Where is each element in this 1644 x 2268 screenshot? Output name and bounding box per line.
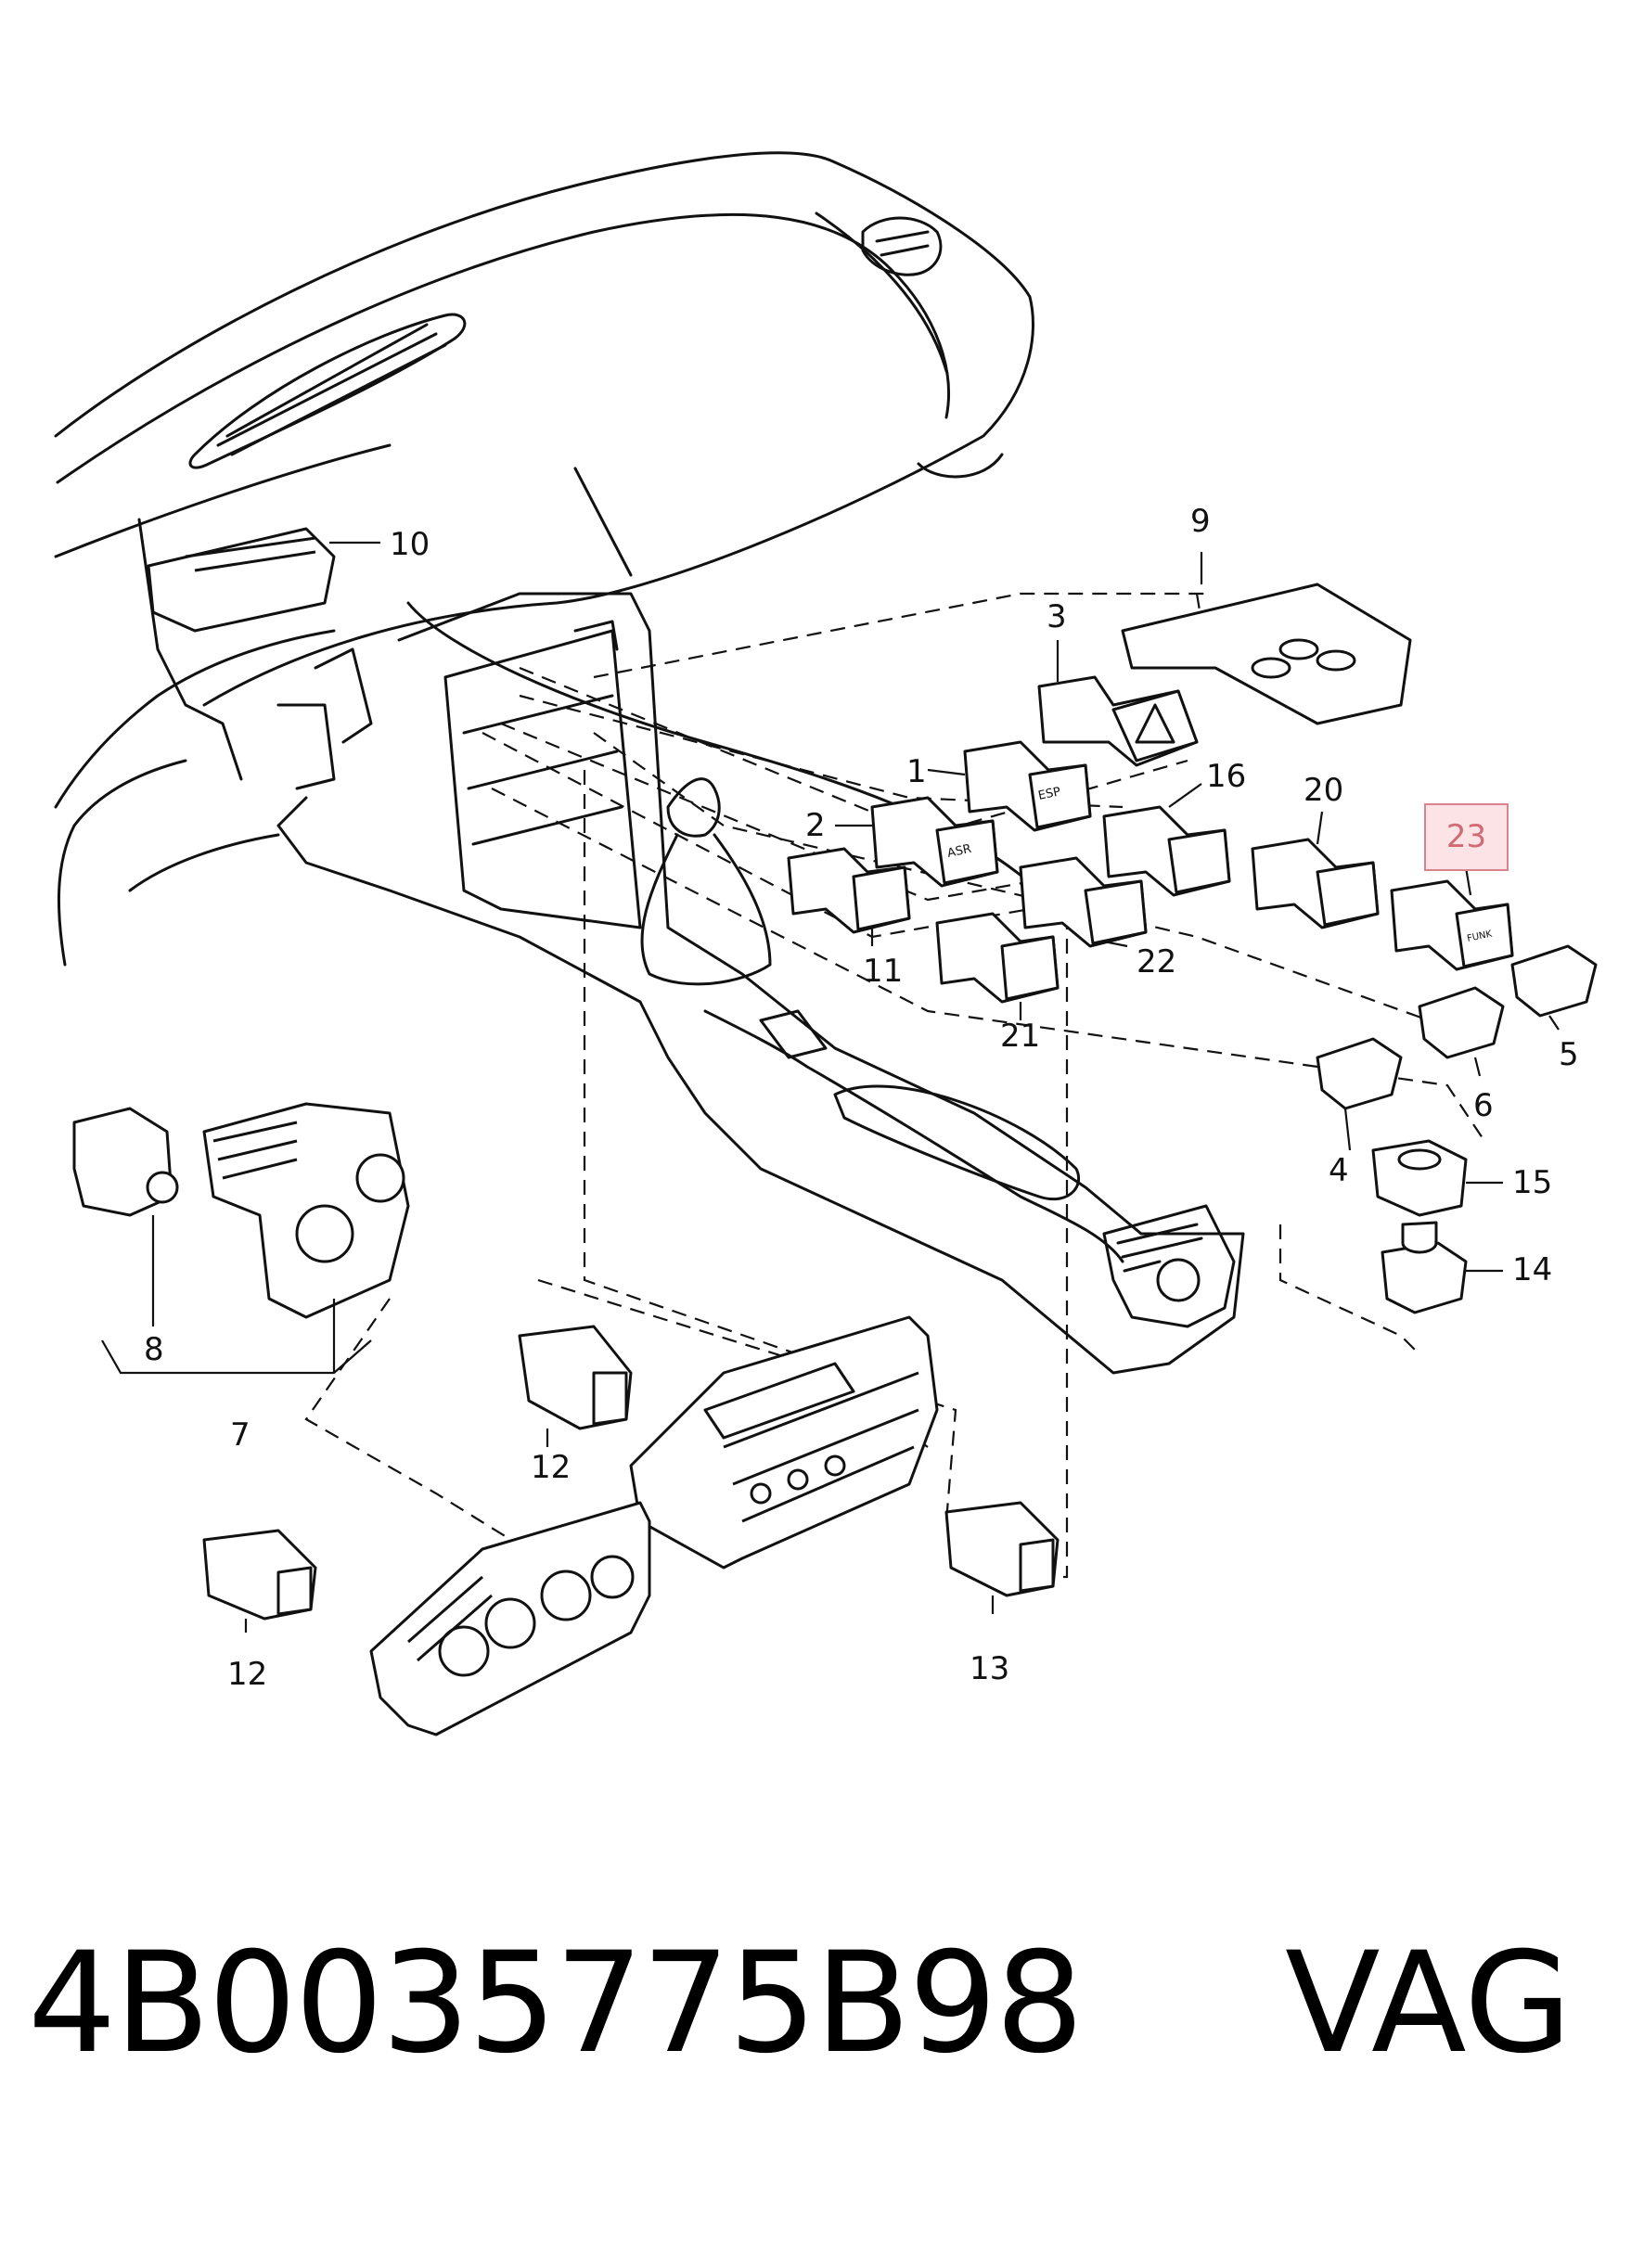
climate-control-unit xyxy=(629,1315,939,1570)
callout-23-highlighted: 23 xyxy=(1424,803,1509,871)
part-8-switch xyxy=(72,1107,179,1217)
switch-2-asr xyxy=(870,796,999,888)
blank-cap-6 xyxy=(1418,986,1505,1059)
part-12-module-b xyxy=(202,1529,317,1621)
part-14-knob xyxy=(1381,1221,1468,1314)
esp-label: ESP xyxy=(1037,785,1062,803)
callout-5: 5 xyxy=(1559,1036,1579,1073)
callout-6: 6 xyxy=(1473,1087,1494,1124)
part-15-bezel xyxy=(1371,1139,1468,1217)
switch-22 xyxy=(1019,856,1148,948)
callout-4: 4 xyxy=(1329,1152,1349,1189)
switch-20 xyxy=(1251,838,1380,929)
gear-shift-knob xyxy=(640,777,772,986)
asr-label: ASR xyxy=(946,842,973,861)
switch-face-labels: ESP ASR FUNK xyxy=(946,785,1494,944)
switch-21 xyxy=(935,912,1060,1004)
dashboard-outline xyxy=(54,151,1041,967)
switch-group xyxy=(72,527,1598,1736)
part-9-ashtray xyxy=(1121,583,1412,725)
callout-13: 13 xyxy=(970,1650,1010,1687)
switch-16 xyxy=(1102,805,1231,897)
callout-10: 10 xyxy=(390,526,430,563)
callout-15: 15 xyxy=(1512,1164,1553,1201)
switch-1-esp xyxy=(963,740,1092,832)
callout-20: 20 xyxy=(1304,772,1344,809)
callout-12-upper: 12 xyxy=(531,1449,572,1486)
callout-16: 16 xyxy=(1206,758,1247,795)
callout-8: 8 xyxy=(144,1331,164,1368)
switch-11 xyxy=(787,847,911,934)
part-7-light-switch xyxy=(202,1102,410,1319)
part-10-vent xyxy=(147,527,336,633)
callout-leaders xyxy=(101,541,1560,1633)
callout-3: 3 xyxy=(1047,598,1067,635)
blank-cap-5 xyxy=(1510,944,1598,1018)
switch-23-funk xyxy=(1390,879,1514,971)
callout-7: 7 xyxy=(230,1416,250,1454)
callout-1: 1 xyxy=(906,753,927,790)
heater-control-unit xyxy=(369,1501,651,1736)
blank-cap-4 xyxy=(1316,1037,1403,1110)
brand-name: VAG xyxy=(1285,1923,1573,2084)
callout-21: 21 xyxy=(1000,1018,1041,1055)
part-number: 4B0035775B98 xyxy=(28,1923,1084,2084)
right-air-vent xyxy=(861,216,943,276)
callout-14: 14 xyxy=(1512,1251,1553,1288)
callout-12-lower: 12 xyxy=(227,1656,268,1693)
center-console xyxy=(276,592,1245,1375)
callout-9: 9 xyxy=(1190,503,1211,540)
switch-3-hazard xyxy=(1037,675,1199,767)
part-13-module xyxy=(944,1501,1060,1597)
callout-22: 22 xyxy=(1137,943,1177,980)
callout-2: 2 xyxy=(805,807,826,844)
callout-11: 11 xyxy=(863,953,904,990)
center-air-vent xyxy=(188,313,467,469)
part-12-module-a xyxy=(518,1325,633,1430)
